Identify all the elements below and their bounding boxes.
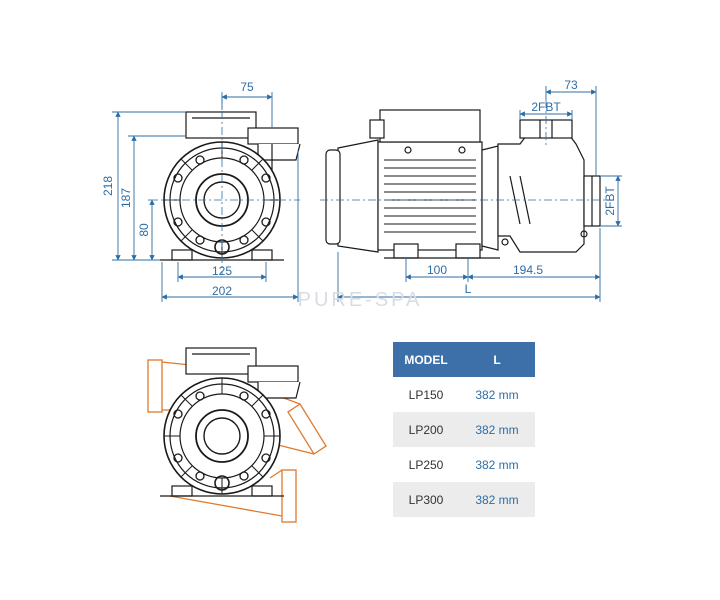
watermark-text: PURE-SPA — [298, 289, 423, 311]
dim-202: 202 — [212, 284, 232, 298]
model-cell: LP300 — [393, 482, 459, 517]
side-dimensions — [337, 86, 622, 302]
dim-80: 80 — [137, 223, 151, 237]
table-row: LP250 382 mm — [393, 447, 535, 482]
length-cell: 382 mm — [459, 412, 535, 447]
front-dimensions — [112, 92, 299, 302]
model-cell: LP250 — [393, 447, 459, 482]
dim-75: 75 — [240, 80, 254, 94]
dim-73: 73 — [564, 78, 578, 92]
length-cell: 382 mm — [459, 482, 535, 517]
dim-L: L — [465, 282, 472, 296]
side-view — [325, 109, 601, 259]
dim-2fbt-side: 2FBT — [603, 186, 617, 216]
model-cell: LP150 — [393, 377, 459, 412]
model-cell: LP200 — [393, 412, 459, 447]
dim-2fbt-top: 2FBT — [531, 100, 561, 114]
side-centre-lines — [320, 100, 610, 201]
length-cell: 382 mm — [459, 447, 535, 482]
length-cell: 382 mm — [459, 377, 535, 412]
dim-194-5: 194.5 — [513, 263, 543, 277]
table-row: LP200 382 mm — [393, 412, 535, 447]
table-row: LP150 382 mm — [393, 377, 535, 412]
front-centre-lines — [150, 95, 300, 275]
rotation-view — [147, 347, 327, 523]
model-length-table: MODEL L LP150 382 mm LP200 382 mm LP250 … — [393, 342, 535, 517]
header-model: MODEL — [393, 342, 459, 377]
dim-218: 218 — [101, 176, 115, 196]
dim-125: 125 — [212, 264, 232, 278]
table-row: LP300 382 mm — [393, 482, 535, 517]
front-view — [160, 111, 301, 261]
header-length: L — [459, 342, 535, 377]
dim-100: 100 — [427, 263, 447, 277]
table-header-row: MODEL L — [393, 342, 535, 377]
dim-187: 187 — [119, 188, 133, 208]
